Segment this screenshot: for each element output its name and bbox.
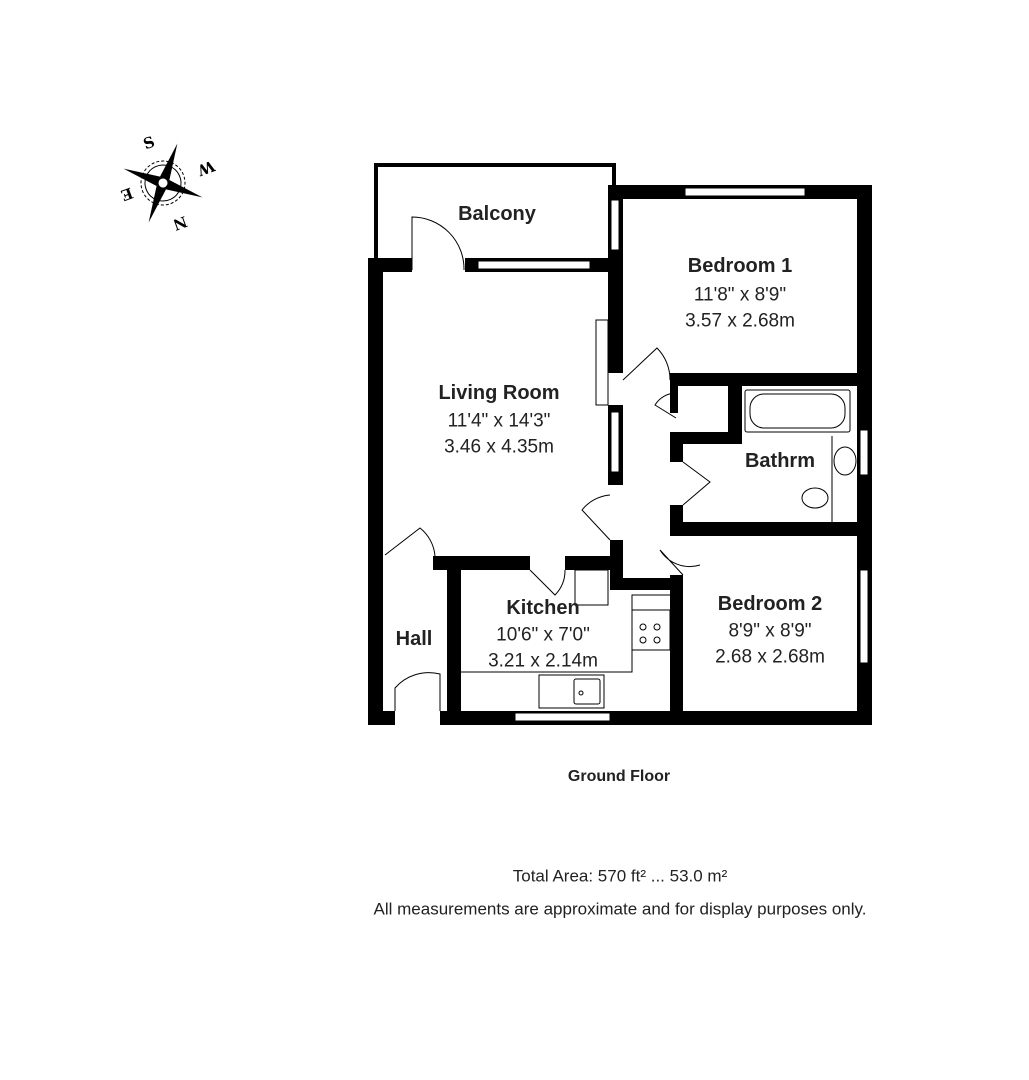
window	[610, 411, 620, 473]
room-name-kitchen: Kitchen	[506, 597, 580, 619]
compass-s: S	[141, 133, 157, 154]
room-name-bedroom1: Bedroom 1	[687, 255, 793, 277]
kitchen-cupboard	[574, 569, 609, 606]
room-name-bedroom2: Bedroom 2	[717, 593, 823, 615]
room-dim-metric-kitchen: 3.21 x 2.14m	[488, 650, 598, 672]
bathroom-door[interactable]	[682, 461, 711, 506]
room-name-hall: Hall	[395, 628, 433, 650]
floor-label: Ground Floor	[567, 768, 671, 785]
room-dim-imperial-living: 11'4" x 14'3"	[447, 410, 551, 432]
chimney-breast	[595, 319, 609, 406]
cooker-icon	[631, 609, 671, 651]
bath-icon	[744, 389, 851, 433]
hall-door[interactable]	[384, 527, 436, 557]
living-door[interactable]	[581, 494, 611, 541]
balcony-door[interactable]	[411, 216, 465, 271]
room-name-living: Living Room	[438, 382, 560, 404]
basin-icon	[833, 446, 857, 476]
cupboard-door[interactable]	[654, 392, 677, 419]
balcony-outline	[374, 163, 616, 260]
compass-n: N	[170, 212, 189, 234]
window	[859, 429, 869, 476]
compass-icon	[123, 143, 203, 223]
compass-e: E	[119, 184, 136, 205]
room-dim-metric-living: 3.46 x 4.35m	[444, 436, 554, 458]
window	[684, 187, 806, 197]
room-dim-metric-bedroom2: 2.68 x 2.68m	[715, 646, 825, 668]
room-dim-imperial-kitchen: 10'6" x 7'0"	[496, 624, 590, 646]
compass-w: W	[194, 156, 218, 179]
room-dim-metric-bedroom1: 3.57 x 2.68m	[685, 310, 795, 332]
room-dim-imperial-bedroom2: 8'9" x 8'9"	[728, 620, 812, 642]
sink-icon	[538, 674, 605, 709]
disclaimer: All measurements are approximate and for…	[373, 899, 867, 919]
doors	[384, 216, 711, 711]
toilet-icon	[801, 487, 829, 509]
bedroom2-door[interactable]	[659, 549, 701, 576]
window	[477, 260, 591, 270]
bath-icon-inner	[749, 393, 846, 429]
room-name-balcony: Balcony	[458, 203, 536, 225]
room-name-bathroom: Bathrm	[744, 450, 816, 472]
window	[859, 569, 869, 664]
front-door[interactable]	[394, 672, 441, 711]
room-dim-imperial-bedroom1: 11'8" x 8'9"	[693, 284, 787, 306]
bedroom1-door[interactable]	[622, 347, 671, 381]
windows	[477, 187, 869, 722]
window	[514, 712, 611, 722]
kitchen-door[interactable]	[529, 569, 566, 596]
window	[610, 199, 620, 251]
total-area: Total Area: 570 ft² ... 53.0 m²	[512, 866, 728, 886]
